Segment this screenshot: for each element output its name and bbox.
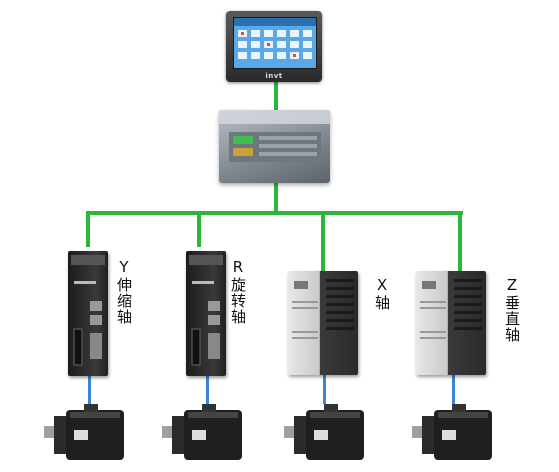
plc-controller (219, 110, 330, 183)
servo-motor-r (162, 404, 242, 460)
bus-drop-x (321, 211, 325, 271)
servo-drive-r (186, 251, 226, 376)
axis-label-z: Z垂直轴 (503, 276, 521, 343)
motor-cable-z (452, 375, 455, 404)
motor-cable-y (88, 376, 91, 404)
servo-drive-z (416, 271, 486, 375)
servo-drive-y (68, 251, 108, 376)
bus-drop-r (197, 211, 201, 247)
axis-label-y: Y伸缩轴 (115, 258, 133, 325)
plc-bus-drop (274, 183, 278, 213)
hmi-touch-panel: invt (226, 11, 322, 82)
bus-drop-z (458, 211, 462, 271)
hmi-screen-buttons (234, 18, 316, 59)
plc-front-panel (229, 132, 321, 162)
axis-label-r: R旋转轴 (229, 258, 247, 325)
motor-cable-r (206, 376, 209, 404)
hmi-screen (233, 17, 317, 69)
motor-cable-x (323, 375, 326, 404)
servo-motor-y (44, 404, 124, 460)
servo-drive-x (288, 271, 358, 375)
servo-motor-x (284, 404, 364, 460)
hmi-plc-link (274, 82, 278, 110)
bus-drop-y (86, 211, 90, 247)
bus-line (86, 211, 463, 215)
servo-motor-z (412, 404, 492, 460)
hmi-brand-logo: invt (265, 72, 283, 80)
axis-label-x: X轴 (373, 276, 391, 311)
